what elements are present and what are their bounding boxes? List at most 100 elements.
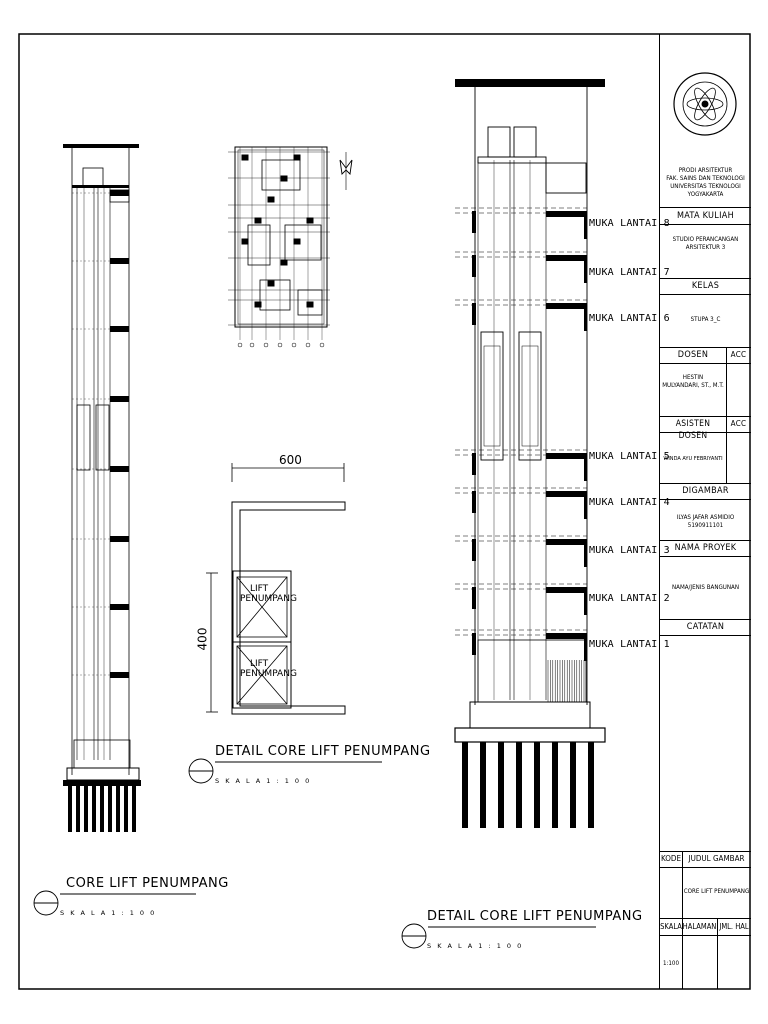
plan-fixture	[280, 259, 288, 266]
left-slab-1	[110, 190, 129, 196]
plan-fixture	[241, 238, 249, 245]
section-pile-4	[516, 742, 522, 828]
section-beam-5	[584, 491, 587, 519]
section-wall-2	[472, 255, 476, 277]
plan-fixture	[241, 154, 249, 161]
dosen-body-split	[726, 364, 727, 416]
level-label-2: MUKA LANTAI 2	[589, 593, 670, 604]
dosen-acc-label: ACC	[730, 350, 747, 359]
lift-label-2-line1: LIFT	[250, 659, 269, 669]
skala-value: 1:100	[662, 960, 680, 967]
plan-fixture	[280, 175, 288, 182]
section-detail	[454, 79, 606, 828]
section-beam-4	[584, 453, 587, 481]
skala-label: SKALA	[660, 922, 682, 931]
kode-label: KODE	[660, 854, 682, 863]
left-slab-4	[110, 396, 129, 402]
section-pile-2	[480, 742, 486, 828]
plan-fixture	[306, 301, 314, 308]
mata-kuliah-header: MATA KULIAH	[660, 207, 751, 225]
lift-label-1-line2: PENUMPANG	[240, 594, 297, 604]
section-beam-3	[584, 303, 587, 331]
section-drawing-scale: S K A L A 1 : 1 0 0	[427, 942, 524, 950]
left-drawing-scale: S K A L A 1 : 1 0 0	[60, 909, 157, 917]
plan-fixture	[306, 217, 314, 224]
left-pile-5	[100, 786, 104, 832]
title-block: PRODI ARSITEKTUR FAK. SAINS DAN TEKNOLOG…	[659, 34, 751, 989]
skala-body: 1:100	[660, 936, 751, 989]
asisten-header: ASISTEN DOSEN ACC	[660, 416, 751, 441]
section-pile-8	[588, 742, 594, 828]
judul-body: CORE LIFT PENUMPANG	[660, 868, 751, 918]
left-slab-8	[110, 672, 129, 678]
judul-value: CORE LIFT PENUMPANG	[683, 888, 750, 895]
section-beam-7	[584, 587, 587, 615]
lift-label-1: LIFT PENUMPANG	[240, 584, 297, 604]
digambar-header: DIGAMBAR	[660, 483, 751, 500]
dosen-line2: MULYANDARI, ST., M.T.	[662, 382, 724, 389]
section-beam-1	[584, 211, 587, 239]
sheet-frame	[18, 33, 751, 990]
level-label-5: MUKA LANTAI 5	[589, 451, 670, 462]
section-wall-1	[472, 211, 476, 233]
plan-fixture	[293, 238, 301, 245]
plan-grid-bubble-4	[277, 342, 283, 348]
title-symbols	[33, 758, 596, 949]
halaman-label: HALAMAN	[682, 922, 717, 931]
section-slab-5	[546, 491, 586, 497]
dosen-line1: HESTIN	[682, 374, 704, 381]
section-wall-3	[472, 303, 476, 325]
left-pile-3	[84, 786, 88, 832]
section-beam-6	[584, 539, 587, 567]
section-wall-5	[472, 491, 476, 513]
skala-header: SKALA HALAMAN JML. HAL	[660, 918, 751, 936]
asisten-acc-label: ACC	[730, 419, 747, 428]
left-pile-8	[124, 786, 128, 832]
kode-split	[682, 852, 683, 867]
plan-grid-bubble-3	[263, 342, 269, 348]
section-pile-7	[570, 742, 576, 828]
left-slab-3	[110, 326, 129, 332]
dosen-value: HESTIN MULYANDARI, ST., M.T.	[660, 374, 726, 390]
digambar-line1: ILYAS JAFAR ASMIDIO	[676, 514, 735, 521]
left-pile-6	[108, 786, 112, 832]
judul-label: JUDUL GAMBAR	[688, 854, 745, 863]
section-beam-2	[584, 255, 587, 283]
mata-kuliah-value: STUDIO PERANCANGAN ARSITEKTUR 3	[660, 236, 751, 252]
level-label-4: MUKA LANTAI 4	[589, 497, 670, 508]
dosen-header: DOSEN ACC	[660, 347, 751, 364]
section-slab-4	[546, 453, 586, 459]
digambar-value: ILYAS JAFAR ASMIDIO 5190911101	[660, 514, 751, 530]
section-slab-8	[546, 633, 586, 639]
section-slab-2	[546, 255, 586, 261]
nama-proyek-value: NAMA/JENIS BANGUNAN	[671, 584, 740, 591]
institution-name: PRODI ARSITEKTUR FAK. SAINS DAN TEKNOLOG…	[660, 167, 751, 199]
level-label-7: MUKA LANTAI 7	[589, 267, 670, 278]
kelas-value: STUPA 3_C	[690, 316, 721, 323]
university-logo	[673, 72, 737, 136]
dosen-split	[726, 348, 727, 363]
dosen-body: HESTIN MULYANDARI, ST., M.T.	[660, 364, 751, 416]
left-pile-4	[92, 786, 96, 832]
left-slab-2	[110, 258, 129, 264]
mata-kuliah-line2: ARSITEKTUR 3	[685, 244, 726, 251]
plan-fixture	[254, 217, 262, 224]
section-wall-7	[472, 587, 476, 609]
kode-judul-header: KODE JUDUL GAMBAR	[660, 851, 751, 868]
lift-label-2-line2: PENUMPANG	[240, 669, 297, 679]
plan-grid-bubble-5	[291, 342, 297, 348]
institution-line1: PRODI ARSITEKTUR	[678, 167, 733, 174]
section-wall-4	[472, 453, 476, 475]
asisten-label: ASISTEN DOSEN	[675, 419, 711, 441]
asisten-value: WINDA AYU FEBRIYANTI	[663, 456, 723, 462]
catatan-header: CATATAN	[660, 619, 751, 636]
nama-proyek-header: NAMA PROYEK	[660, 540, 751, 557]
left-pile-9	[132, 786, 136, 832]
plan-fixture	[267, 196, 275, 203]
left-pile-2	[76, 786, 80, 832]
dimension-height: 400	[195, 627, 210, 651]
left-elevation	[63, 144, 141, 832]
left-slab-7	[110, 604, 129, 610]
plan-fixture	[254, 301, 262, 308]
